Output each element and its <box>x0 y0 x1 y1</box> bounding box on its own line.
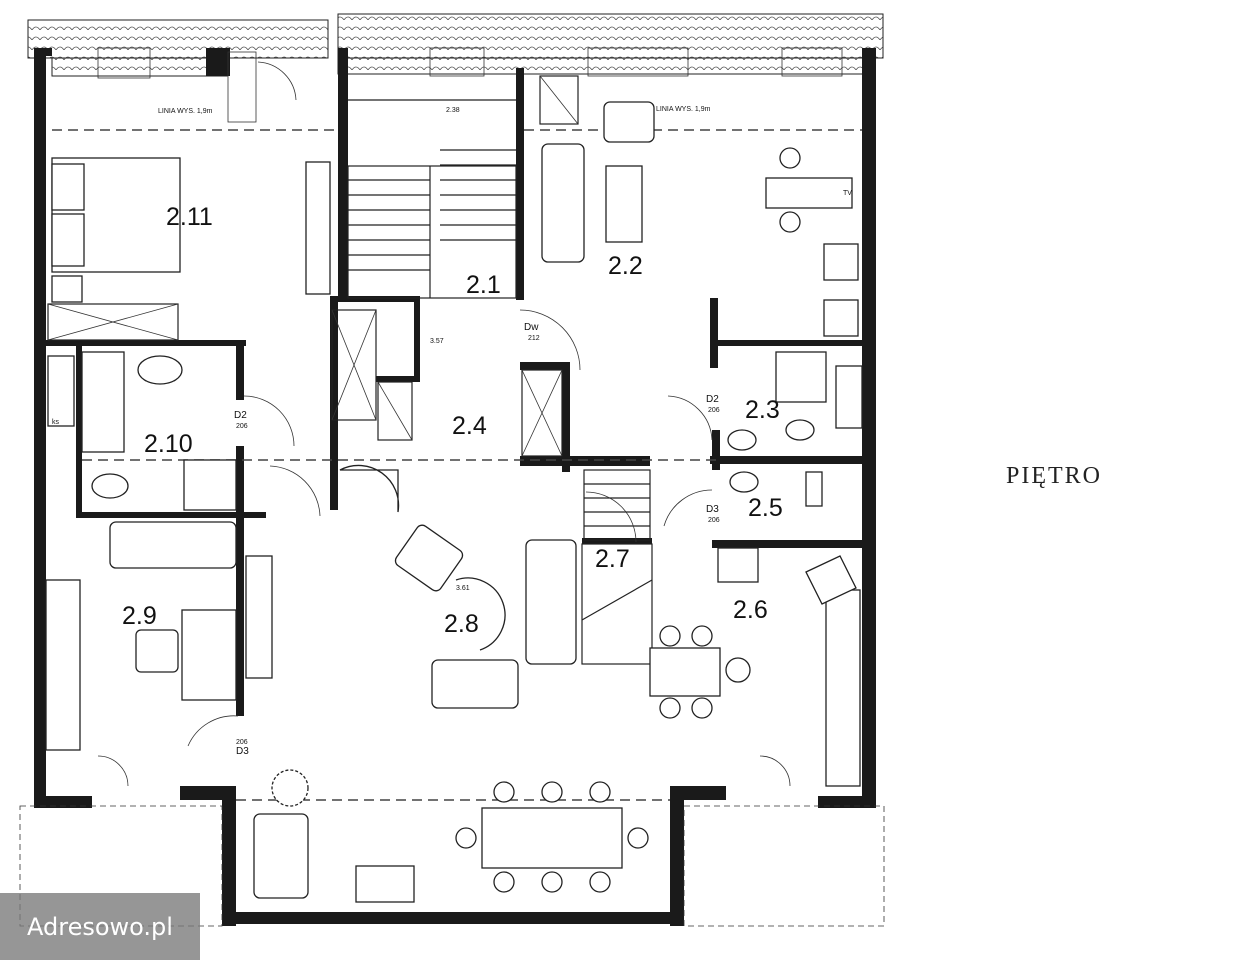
level-238: 2.38 <box>446 107 460 114</box>
interior-walls <box>46 296 862 716</box>
door-width-206-b: 206 <box>708 407 720 414</box>
room-label-2-2: 2.2 <box>608 252 643 280</box>
roof-tiles <box>27 13 884 77</box>
room-label-2-4: 2.4 <box>452 412 487 440</box>
door-width-206-d: 206 <box>236 739 248 746</box>
furniture-living <box>541 101 859 337</box>
door-width-206-c: 206 <box>708 517 720 524</box>
outer-walls <box>34 48 876 926</box>
watermark-logo: Adresowo.pl <box>0 893 200 960</box>
staircase-2-7 <box>581 469 653 665</box>
height-line-label-right: LINIA WYS. 1,9m <box>656 106 711 113</box>
tv-label: TV <box>843 190 852 197</box>
room-labels: 2.11 2.1 2.2 2.3 2.4 2.5 2.6 2.7 2.8 2.9… <box>122 203 783 638</box>
furniture-bathrooms <box>47 351 863 511</box>
page-title: PIĘTRO <box>1006 463 1102 489</box>
room-label-2-3: 2.3 <box>745 396 780 424</box>
door-label-d2: D2 <box>234 410 247 421</box>
room-label-2-8: 2.8 <box>444 610 479 638</box>
furniture-office <box>45 521 273 751</box>
room-label-2-1: 2.1 <box>466 271 501 299</box>
furniture-dining <box>253 769 649 903</box>
furniture-hall <box>339 464 577 709</box>
level-361: 3.61 <box>456 585 470 592</box>
door-label-d3-b: D3 <box>236 746 249 757</box>
door-width-212: 212 <box>528 335 540 342</box>
furniture-bedroom <box>51 157 331 303</box>
door-width-206: 206 <box>236 423 248 430</box>
windows <box>97 47 843 123</box>
level-357: 3.57 <box>430 338 444 345</box>
room-label-2-5: 2.5 <box>748 494 783 522</box>
room-label-2-7: 2.7 <box>595 545 630 573</box>
furniture-kitchen <box>649 547 861 787</box>
door-label-d3: D3 <box>706 504 719 515</box>
shafts <box>47 75 579 457</box>
room-label-2-6: 2.6 <box>733 596 768 624</box>
door-labels: Dw 212 D2 206 D2 206 D3 206 D3 206 2.38 … <box>52 106 852 757</box>
door-label-d2-b: D2 <box>706 394 719 405</box>
door-swings <box>97 61 791 787</box>
ks-label: ks <box>52 419 60 426</box>
staircase-2-1 <box>347 99 517 299</box>
room-label-2-9: 2.9 <box>122 602 157 630</box>
room-label-2-10: 2.10 <box>144 430 193 458</box>
room-label-2-11: 2.11 <box>166 203 213 231</box>
door-label-dw: Dw <box>524 322 539 333</box>
height-line-label-left: LINIA WYS. 1,9m <box>158 108 213 115</box>
